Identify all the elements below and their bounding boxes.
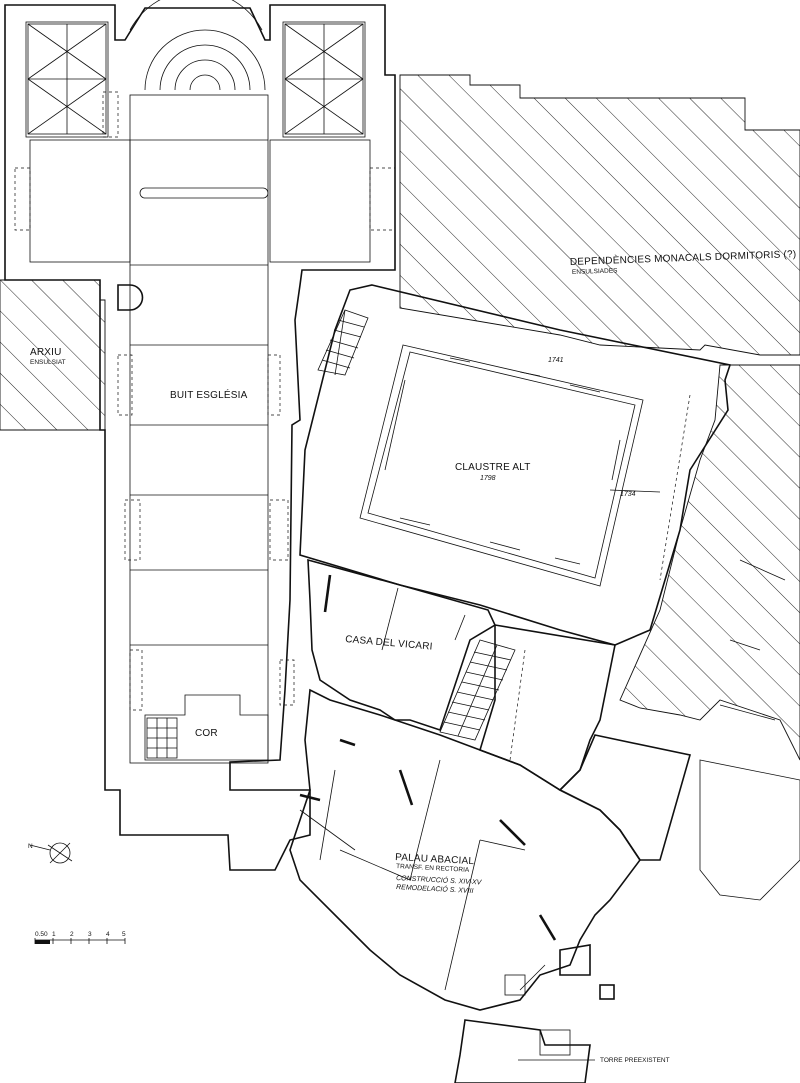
cloister-label: CLAUSTRE ALT [455, 462, 531, 473]
scale-tick-label: 0.50 [35, 931, 48, 938]
upper-cloister [299, 284, 732, 646]
vicar-house [307, 558, 497, 732]
scale-tick-label: 3 [88, 931, 92, 938]
palace-sublabel: TRANSF. EN RECTORIA [396, 863, 470, 874]
palace-label: PALAU ABACIAL [395, 852, 475, 867]
cloister-year: 1798 [480, 475, 496, 482]
svg-text:N: N [28, 843, 33, 850]
archive-sublabel: ENSULSIAT [30, 359, 66, 366]
choir-label: COR [195, 728, 218, 739]
scale-tick-label: 2 [70, 931, 74, 938]
church-void-label: BUIT ESGLÉSIA [170, 388, 248, 401]
scale-tick-label: 5 [122, 931, 126, 938]
scale-tick-label: 4 [106, 931, 110, 938]
vicar-house-label: CASA DEL VICARI [345, 634, 433, 653]
collapsed-dependencies-area [399, 74, 800, 761]
scale-bar: 0.50 1 2 3 4 5 [34, 931, 126, 944]
archive-label: ARXIU [30, 347, 62, 358]
staircase-north [317, 309, 369, 376]
pre-existing-tower [454, 944, 615, 1083]
date-1734: 1734 [620, 491, 636, 498]
east-annex [479, 559, 800, 901]
tower-label: TORRE PREEXISTENT [600, 1057, 670, 1064]
vault-chapel-right [284, 23, 364, 135]
dependencies-sublabel: ENSULSIADES [572, 267, 618, 276]
date-1741: 1741 [548, 357, 564, 364]
north-arrow-icon: N [28, 842, 73, 864]
scale-tick-label: 1 [52, 931, 56, 938]
vault-chapel-left [27, 23, 107, 135]
abbot-palace [289, 688, 641, 1011]
staircase-south [439, 639, 516, 741]
church-nave [4, 0, 396, 871]
